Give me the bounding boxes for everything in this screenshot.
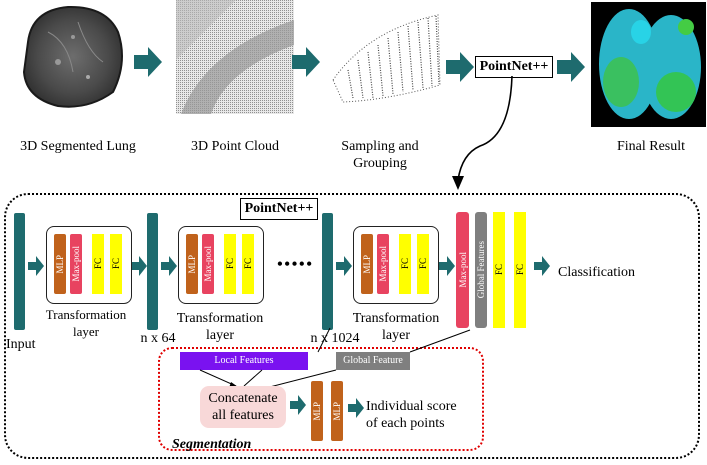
fc-bar: FC [399, 234, 411, 294]
fc-bar: FC [110, 234, 122, 294]
teal-block-arrow-icon [290, 395, 306, 415]
nx64-pillar [147, 213, 158, 330]
segmentation-label: Segmentation [172, 437, 252, 452]
maxpool-bar-large: Max-pool [456, 212, 469, 328]
concatenate-box [200, 386, 286, 428]
sampling-grouping-image [328, 10, 446, 105]
seg-mlp-bar: MLP [331, 381, 343, 441]
nx1024-pillar [322, 213, 333, 330]
classification-label: Classification [558, 265, 635, 280]
teal-block-arrow-icon [336, 256, 352, 276]
point-cloud-image [176, 0, 294, 114]
fc-bar-large: FC [493, 212, 505, 328]
fc-bar: FC [92, 234, 104, 294]
input-label: Input [6, 337, 36, 352]
fc-bar: FC [224, 234, 236, 294]
transformation-label-3: Transformation layer [352, 311, 440, 343]
segmented-lung-image [18, 2, 130, 112]
pointnet-inner-box: PointNet++ [240, 198, 318, 220]
maxpool-bar: Max-pool [202, 234, 214, 294]
fc-bar-large: FC [514, 212, 526, 328]
teal-block-arrow-icon [534, 256, 550, 276]
mlp-bar: MLP [186, 234, 198, 294]
teal-block-arrow-icon [134, 47, 162, 77]
concatenate-label: Concatenate all features [208, 391, 278, 423]
transformation-label-1: Transformation layer [45, 307, 127, 339]
fc-bar: FC [417, 234, 429, 294]
teal-block-arrow-icon [28, 256, 44, 276]
segmentation-panel [158, 347, 484, 451]
input-pillar [14, 213, 25, 330]
nx64-label: n x 64 [140, 331, 176, 346]
label-sampling-grouping: Sampling and Grouping [341, 139, 419, 171]
pointnet-top-box: PointNet++ [475, 56, 553, 78]
final-result-image [591, 2, 706, 127]
ellipsis-dots: ••••• [276, 254, 314, 274]
label-final-result: Final Result [616, 139, 686, 154]
global-feature-tag: Global Feature [336, 352, 410, 370]
local-features-tag: Local Features [180, 352, 308, 370]
teal-block-arrow-icon [161, 256, 177, 276]
teal-block-arrow-icon [348, 398, 364, 418]
maxpool-bar: Max-pool [377, 234, 389, 294]
transformation-label-2: Transformation layer [176, 311, 264, 343]
mlp-bar: MLP [54, 234, 66, 294]
curved-arrow-icon [452, 76, 513, 190]
label-point-cloud: 3D Point Cloud [191, 139, 279, 154]
teal-block-arrow-icon [446, 52, 474, 82]
individual-score-label: Individual score of each points [366, 399, 457, 431]
teal-block-arrow-icon [292, 47, 320, 77]
teal-block-arrow-icon [439, 256, 455, 276]
maxpool-bar: Max-pool [70, 234, 82, 294]
global-features-bar: Global Features [475, 212, 487, 328]
label-segmented-lung: 3D Segmented Lung [20, 139, 136, 154]
teal-block-arrow-icon [131, 256, 147, 276]
seg-mlp-bar: MLP [311, 381, 323, 441]
fc-bar: FC [242, 234, 254, 294]
teal-block-arrow-icon [557, 52, 585, 82]
mlp-bar: MLP [361, 234, 373, 294]
pointnet-detail-panel [4, 193, 700, 459]
